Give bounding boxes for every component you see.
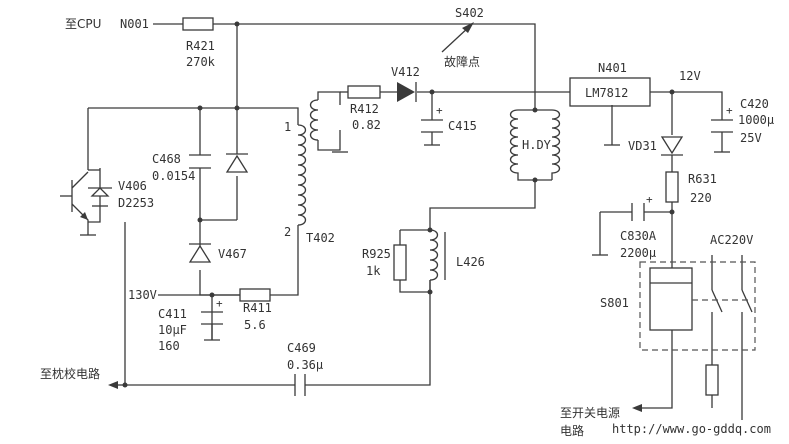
label-c468-val: 0.0154 bbox=[152, 169, 195, 183]
yoke-h-dy bbox=[509, 109, 561, 181]
label-to-cpu: 至CPU bbox=[65, 17, 101, 31]
label-r925-val: 1k bbox=[366, 264, 381, 278]
diode-v412 bbox=[397, 82, 417, 102]
resistor-r421 bbox=[182, 17, 214, 31]
capacitor-c469 bbox=[294, 374, 306, 396]
label-r631-name: R631 bbox=[688, 172, 717, 186]
label-r411-val: 5.6 bbox=[244, 318, 266, 332]
label-to-switch-power-1: 至开关电源 bbox=[560, 406, 620, 420]
output-arrows bbox=[108, 381, 642, 412]
label-fault-point: 故障点 bbox=[444, 54, 480, 69]
label-c469-name: C469 bbox=[287, 341, 316, 355]
label-n001: N001 bbox=[120, 17, 149, 31]
label-r412-name: R412 bbox=[350, 102, 379, 116]
label-c420-val1: 1000μ bbox=[738, 113, 774, 127]
svg-text:+: + bbox=[216, 297, 223, 310]
capacitor-c415: + bbox=[421, 104, 443, 146]
capacitor-c411: + bbox=[201, 297, 223, 341]
label-vd31: VD31 bbox=[628, 139, 657, 153]
fault-arrow-s402 bbox=[441, 22, 474, 53]
label-c411-val1: 10μF bbox=[158, 323, 187, 337]
regulator-lm7812 bbox=[569, 77, 651, 107]
label-c830a-val: 2200μ bbox=[620, 246, 656, 260]
label-c411-val2: 160 bbox=[158, 339, 180, 353]
label-c415: C415 bbox=[448, 119, 477, 133]
label-l426: L426 bbox=[456, 255, 485, 269]
label-to-switch-power-2: 电路 bbox=[560, 423, 584, 438]
label-r421-name: R421 bbox=[186, 39, 215, 53]
label-d2253: D2253 bbox=[118, 196, 154, 210]
label-r421-val: 270k bbox=[186, 55, 216, 69]
label-s402: S402 bbox=[455, 6, 484, 20]
label-c469-val: 0.36μ bbox=[287, 358, 323, 372]
label-12v: 12V bbox=[679, 69, 701, 83]
label-r411-name: R411 bbox=[243, 301, 272, 315]
label-v467: V467 bbox=[218, 247, 247, 261]
svg-text:+: + bbox=[436, 104, 443, 117]
wires bbox=[87, 23, 743, 420]
label-r631-val: 220 bbox=[690, 191, 712, 205]
label-to-pillow-circuit: 至枕校电路 bbox=[40, 366, 100, 381]
label-v406: V406 bbox=[118, 179, 147, 193]
label-r412-val: 0.82 bbox=[352, 118, 381, 132]
resistor-r412 bbox=[347, 85, 381, 99]
label-c411-name: C411 bbox=[158, 307, 187, 321]
label-c420-val2: 25V bbox=[740, 131, 762, 145]
label-hdy: H.DY bbox=[522, 138, 552, 152]
label-ac220v: AC220V bbox=[710, 233, 753, 247]
svg-text:+: + bbox=[646, 193, 653, 206]
label-t402: T402 bbox=[306, 231, 335, 245]
label-pin1: 1 bbox=[284, 120, 291, 134]
watermark-url: http://www.go-gddq.com bbox=[612, 422, 771, 436]
capacitor-c468 bbox=[189, 154, 211, 169]
svg-text:+: + bbox=[726, 104, 733, 117]
label-pin2: 2 bbox=[284, 225, 291, 239]
resistor-bottom bbox=[705, 364, 719, 396]
diode-damper bbox=[225, 132, 249, 173]
capacitor-c830a: + bbox=[592, 193, 653, 256]
label-n401: N401 bbox=[598, 61, 627, 75]
resistor-r631 bbox=[665, 171, 679, 203]
label-lm7812: LM7812 bbox=[585, 86, 628, 100]
resistor-r411 bbox=[239, 288, 271, 302]
label-c830a-name: C830A bbox=[620, 229, 657, 243]
switch-s801 bbox=[639, 261, 756, 351]
diode-vd31 bbox=[660, 136, 684, 156]
label-c468-name: C468 bbox=[152, 152, 181, 166]
label-130v: 130V bbox=[128, 288, 157, 302]
capacitor-c420: + bbox=[711, 104, 733, 153]
label-c420-name: C420 bbox=[740, 97, 769, 111]
label-s801: S801 bbox=[600, 296, 629, 310]
label-r925-name: R925 bbox=[362, 247, 391, 261]
inductor-l426 bbox=[429, 229, 446, 281]
ground-symbols bbox=[332, 144, 620, 153]
transformer-t402 bbox=[297, 99, 319, 230]
transistor-v406 bbox=[60, 169, 112, 236]
diode-v467 bbox=[188, 240, 212, 263]
resistor-r925 bbox=[393, 244, 407, 281]
label-v412: V412 bbox=[391, 65, 420, 79]
